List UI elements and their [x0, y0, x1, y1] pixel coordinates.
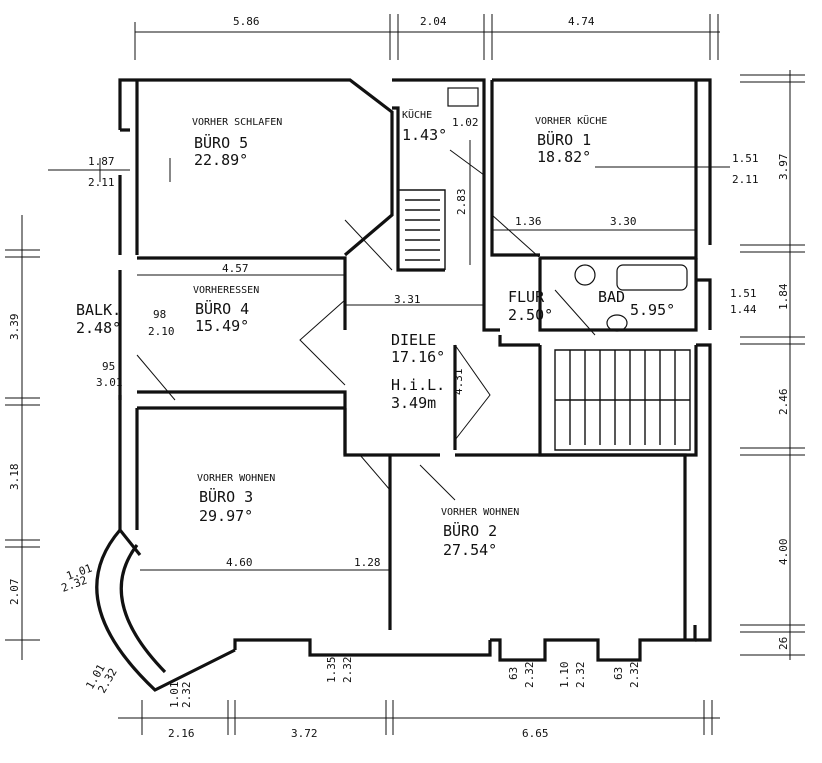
dim-b3-a: 4.60 [226, 556, 253, 569]
dim-win-b3-bot: 2.32 [341, 657, 354, 684]
dim-b5-win-top: 1.87 [88, 155, 115, 168]
balk-area: 2.48° [76, 319, 121, 337]
dim-bad-win-bot: 1.44 [730, 303, 757, 316]
dim-b1-inner-b: 3.30 [610, 215, 637, 228]
dim-win-b2b-bot: 2.32 [574, 662, 587, 689]
dim-bay3-bot: 2.32 [180, 682, 193, 709]
dim-b4-door-top: 95 [102, 360, 115, 373]
dim-b1-win-bot: 2.11 [732, 173, 759, 186]
dim-bad-win-top: 1.51 [730, 287, 757, 300]
diele-hil-value: 3.49m [391, 394, 436, 412]
dim-b5-win-bot: 2.11 [88, 176, 115, 189]
doors [136, 149, 596, 501]
kueche-name: KÜCHE [402, 108, 432, 121]
walls [95, 78, 712, 692]
dim-bay3-top: 1.01 [168, 682, 181, 709]
dim-b3-b: 1.28 [354, 556, 381, 569]
dim-bottom-3: 6.65 [522, 727, 549, 740]
dim-bottom-1: 2.16 [168, 727, 195, 740]
dim-b4-win-top: 98 [153, 308, 166, 321]
dim-b1-win-top: 1.51 [732, 152, 759, 165]
dim-diele-h: 4.31 [452, 369, 465, 396]
toilet-icon [606, 314, 628, 332]
dim-diele-width: 3.31 [394, 293, 421, 306]
dim-win-b2c-bot: 2.32 [628, 662, 641, 689]
buero2-area: 27.54° [443, 541, 497, 559]
buero1-area: 18.82° [537, 148, 591, 166]
buero4-area: 15.49° [195, 317, 249, 335]
buero1-former: VORHER KÜCHE [535, 114, 607, 127]
bad-area: 5.95° [630, 301, 675, 319]
dim-b1-inner-a: 1.36 [515, 215, 542, 228]
labels: 5.86 2.04 4.74 2.16 3.72 6.65 3.39 3.18 … [8, 15, 790, 740]
dim-b4-door-bot: 3.01 [96, 376, 123, 389]
buero3-area: 29.97° [199, 507, 253, 525]
dim-right-2: 1.84 [777, 283, 790, 310]
flur-area: 2.50° [508, 306, 553, 324]
buero2-former: VORHER WOHNEN [441, 507, 519, 518]
dim-top-1: 5.86 [233, 15, 260, 28]
kueche-area: 1.43° [402, 126, 447, 144]
sink-icon [574, 264, 596, 286]
dim-b4-win-bot: 2.10 [148, 325, 175, 338]
buero3-name: BÜRO 3 [199, 487, 253, 506]
buero5-former: VORHER SCHLAFEN [192, 117, 282, 128]
buero5-area: 22.89° [194, 151, 248, 169]
bathroom-fixtures [447, 87, 688, 332]
bad-name: BAD [598, 288, 625, 306]
dimension-lines [5, 14, 805, 735]
buero5-name: BÜRO 5 [194, 133, 248, 152]
buero3-former: VORHER WOHNEN [197, 473, 275, 484]
dim-bay1-bot: 2.32 [60, 574, 89, 595]
inner-dims [137, 140, 696, 571]
flur-name: FLUR [508, 288, 545, 306]
dim-b4-width: 4.57 [222, 262, 249, 275]
balk-name: BALK. [76, 301, 121, 319]
dim-right-3: 2.46 [777, 389, 790, 416]
dim-right-4: 4.00 [777, 539, 790, 566]
buero4-former: VORHERESSEN [193, 285, 259, 296]
bathtub-icon [616, 264, 688, 291]
dim-left-3: 2.07 [8, 579, 21, 606]
diele-name: DIELE [391, 331, 436, 349]
stairs [398, 189, 691, 451]
buero4-name: BÜRO 4 [195, 299, 249, 318]
dim-win-b3-top: 1.35 [325, 657, 338, 684]
buero1-name: BÜRO 1 [537, 130, 591, 149]
dim-left-1: 3.39 [8, 314, 21, 341]
dim-win-b2a-bot: 2.32 [523, 662, 536, 689]
dim-top-2: 2.04 [420, 15, 447, 28]
dim-bottom-2: 3.72 [291, 727, 318, 740]
dim-right-1: 3.97 [777, 154, 790, 181]
dim-top-3: 4.74 [568, 15, 595, 28]
dim-win-b2a-top: 63 [507, 667, 520, 680]
diele-hil-label: H.i.L. [391, 376, 445, 394]
dim-left-2: 3.18 [8, 464, 21, 491]
stove-icon [447, 87, 479, 107]
dim-kueche-w: 1.02 [452, 116, 479, 129]
dim-kueche-h: 2.83 [455, 189, 468, 216]
dim-win-b2c-top: 63 [612, 667, 625, 680]
diele-area: 17.16° [391, 348, 445, 366]
dim-win-b2b-top: 1.10 [558, 662, 571, 689]
dim-right-5: 26 [777, 637, 790, 650]
buero2-name: BÜRO 2 [443, 521, 497, 540]
